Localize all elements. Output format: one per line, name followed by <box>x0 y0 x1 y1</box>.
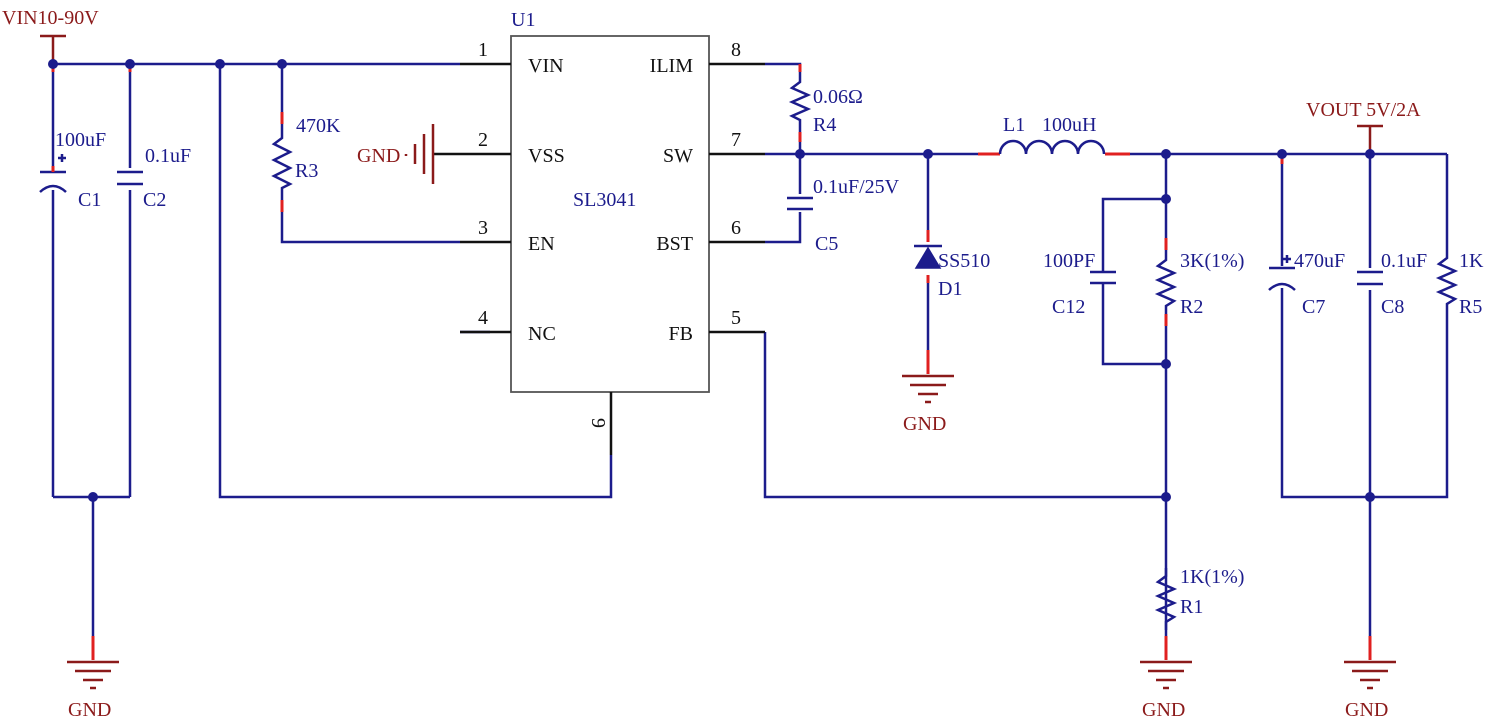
ic-ref-label: U1 <box>511 9 535 31</box>
vss-gnd-label: GND <box>357 145 400 167</box>
ground-symbol-c1: GND <box>67 660 119 721</box>
c5-ref: C5 <box>815 233 838 255</box>
vin-port: VIN10-90V <box>2 7 99 38</box>
pin-en-name: EN <box>528 233 555 255</box>
pin-fb-name: FB <box>669 323 693 345</box>
r4-value: 0.06Ω <box>813 86 863 108</box>
r1-ref: R1 <box>1180 596 1203 618</box>
ic-u1: U1 SL3041 VIN VSS EN NC ILIM SW BST FB 1… <box>433 9 765 455</box>
resistor-r1: 1K(1%) R1 <box>1154 566 1244 630</box>
capacitor-c8: 0.1uF C8 <box>1357 250 1427 318</box>
capacitor-c1: 100uF C1 <box>39 129 106 211</box>
r2-ref: R2 <box>1180 296 1203 318</box>
resistor-r2: 3K(1%) R2 <box>1154 250 1244 318</box>
pin-5-number: 5 <box>731 307 741 329</box>
junction-dots <box>48 59 1375 502</box>
c7-value: 470uF <box>1294 250 1345 272</box>
d1-value: SS510 <box>938 250 990 272</box>
resistor-r5: 1K R5 <box>1435 250 1484 318</box>
c2-value: 0.1uF <box>145 145 191 167</box>
l1-ref: L1 <box>1003 114 1025 136</box>
diode-d1: SS510 D1 <box>914 244 990 300</box>
c7-ref: C7 <box>1302 296 1325 318</box>
pin-4-number: 4 <box>478 307 488 329</box>
pin-nc-name: NC <box>528 323 556 345</box>
vin-net-label: VIN10-90V <box>2 7 99 29</box>
gnd-label-1: GND <box>68 699 111 721</box>
pin-8-number: 8 <box>731 39 741 61</box>
r4-ref: R4 <box>813 114 836 136</box>
pin-vin-name: VIN <box>528 55 564 77</box>
capacitor-c2: 0.1uF C2 <box>117 145 191 211</box>
r3-value: 470K <box>296 115 341 137</box>
vout-net-label: VOUT 5V/2A <box>1306 99 1421 121</box>
gnd-label-3: GND <box>1142 699 1185 721</box>
pin-7-number: 7 <box>731 129 741 151</box>
pin-6-number: 6 <box>731 217 741 239</box>
c1-value: 100uF <box>55 129 106 151</box>
c12-value: 100PF <box>1043 250 1095 272</box>
ground-symbol-r1: GND <box>1140 660 1192 721</box>
ground-symbol-output: GND <box>1344 660 1396 721</box>
r2-value: 3K(1%) <box>1180 250 1244 272</box>
c12-ref: C12 <box>1052 296 1085 318</box>
pin-ilim-name: ILIM <box>650 55 694 77</box>
pin-sw-name: SW <box>663 145 693 167</box>
gnd-label-4: GND <box>1345 699 1388 721</box>
c8-ref: C8 <box>1381 296 1404 318</box>
r1-value: 1K(1%) <box>1180 566 1244 588</box>
capacitor-c5: 0.1uF/25V C5 <box>787 176 900 255</box>
resistor-r4: 0.06Ω R4 <box>788 72 863 136</box>
inductor-l1: L1 100uH <box>998 114 1106 155</box>
ground-symbol-d1: GND <box>902 374 954 435</box>
pin-bst-name: BST <box>656 233 693 255</box>
gnd-label-2: GND <box>903 413 946 435</box>
pin-2-number: 2 <box>478 129 488 151</box>
c1-ref: C1 <box>78 189 101 211</box>
c2-ref: C2 <box>143 189 166 211</box>
ic-part-label: SL3041 <box>573 189 636 211</box>
pin-3-number: 3 <box>478 217 488 239</box>
l1-value: 100uH <box>1042 114 1096 136</box>
d1-ref: D1 <box>938 278 962 300</box>
r3-ref: R3 <box>295 160 318 182</box>
resistor-r3: 470K R3 <box>271 115 341 200</box>
pin-vss-name: VSS <box>528 145 565 167</box>
c5-value: 0.1uF/25V <box>813 176 900 198</box>
pin-1-number: 1 <box>478 39 488 61</box>
r5-ref: R5 <box>1459 296 1482 318</box>
vss-ground-symbol: GND <box>357 124 435 184</box>
vout-port: VOUT 5V/2A <box>1306 99 1421 128</box>
r5-value: 1K <box>1459 250 1484 272</box>
capacitor-c7: 470uF C7 <box>1268 250 1345 318</box>
c8-value: 0.1uF <box>1381 250 1427 272</box>
capacitor-c12: 100PF C12 <box>1043 250 1116 318</box>
pin-9-number: 9 <box>587 418 609 428</box>
